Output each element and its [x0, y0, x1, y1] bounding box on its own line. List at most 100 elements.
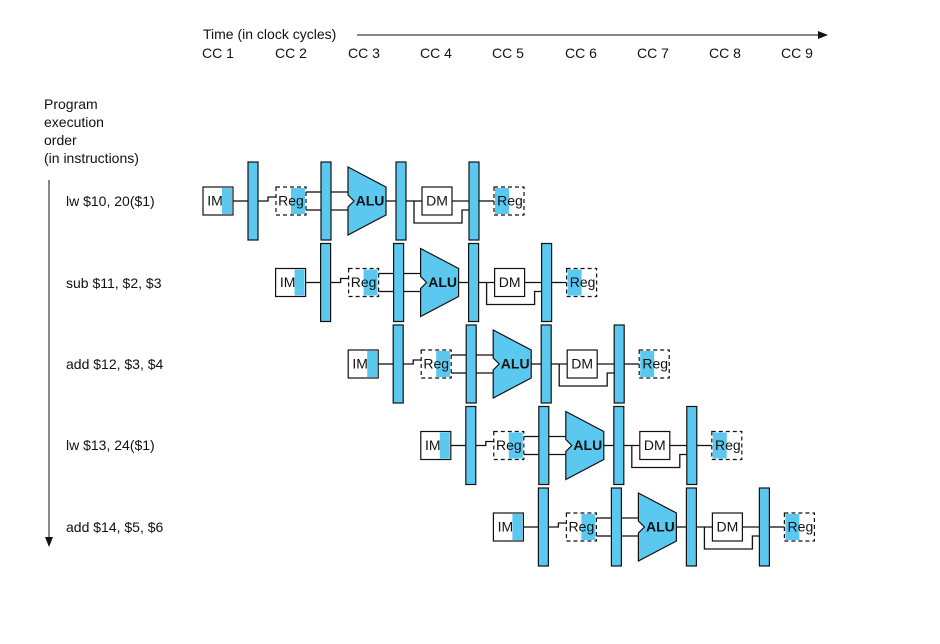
row4-pipe-reg-4 [686, 405, 698, 486]
row3-reg-read-shade [436, 351, 451, 377]
row4-dm-label: DM [644, 437, 666, 453]
row3-wire-to-reg [403, 359, 422, 365]
row2-dm-label: DM [499, 274, 521, 290]
row5-im-label: IM [498, 519, 514, 535]
cc-label-1: CC 1 [202, 45, 234, 61]
row4-im-label: IM [425, 437, 441, 453]
instruction-label-3: add $12, $3, $4 [66, 356, 164, 372]
row1-alu-label: ALU [356, 193, 385, 209]
row3-pipe-reg-3 [540, 324, 552, 404]
cc-label-4: CC 4 [420, 45, 452, 61]
instruction-label-1: lw $10, 20($1) [66, 193, 155, 209]
row3-reg-write-shade [640, 351, 655, 377]
row4-im-shade [439, 432, 450, 459]
row2-wire-bypass [485, 282, 542, 306]
row3-dm-label: DM [571, 356, 593, 372]
row5-reg-read-shade [581, 514, 596, 540]
row5-pipe-reg-2 [610, 487, 623, 567]
row2-reg-write-shade [567, 269, 582, 296]
cc-label-6: CC 6 [565, 45, 597, 61]
row4-pipe-reg-2 [538, 405, 550, 486]
instruction-label-5: add $14, $5, $6 [66, 519, 164, 535]
row3-pipe-reg-1 [392, 324, 404, 404]
row3-pipe-reg-4 [613, 324, 625, 404]
row4-pipe-reg-3 [613, 405, 625, 486]
row1-im-label: IM [207, 193, 223, 209]
row3-alu-label: ALU [501, 356, 530, 372]
row2-alu-label: ALU [428, 274, 457, 290]
order-label-line-1: Program [44, 96, 98, 112]
row3-im-label: IM [352, 356, 368, 372]
row3-im-shade [367, 351, 378, 377]
row2-pipe-reg-4 [540, 242, 553, 323]
row5-wire-bypass [703, 527, 760, 550]
row2-reg-read-shade [363, 269, 378, 296]
row2-pipe-reg-2 [393, 242, 405, 323]
row3-pipe-reg-2 [465, 324, 477, 404]
order-label-line-4: (in instructions) [44, 150, 139, 166]
row5-reg-read-label: Reg [569, 519, 595, 535]
row5-reg-write-label: Reg [788, 519, 814, 535]
row2-im-label: IM [280, 274, 296, 290]
row2-reg-write-label: Reg [570, 274, 596, 290]
cc-label-8: CC 8 [709, 45, 741, 61]
order-label-line-3: order [44, 132, 77, 148]
row5-alu-label: ALU [646, 519, 675, 535]
row1-reg-read-shade [291, 188, 305, 214]
row5-im-shade [512, 514, 523, 540]
cc-label-2: CC 2 [275, 45, 307, 61]
row2-wire-to-reg [330, 277, 349, 284]
row3-reg-read-label: Reg [423, 356, 449, 372]
row4-reg-write-shade [712, 432, 727, 459]
time-axis-label: Time (in clock cycles) [203, 26, 337, 42]
time-arrow-head [818, 31, 828, 39]
row5-wire-to-reg [548, 522, 567, 528]
row4-reg-write-label: Reg [715, 437, 741, 453]
row2-alu-shape [420, 247, 460, 318]
row1-dm-label: DM [426, 193, 448, 209]
order-arrow-head [45, 537, 53, 547]
row2-pipe-reg-1 [320, 242, 332, 323]
cc-label-9: CC 9 [781, 45, 813, 61]
row4-reg-read-label: Reg [496, 437, 522, 453]
row1-pipe-reg-1 [247, 161, 259, 241]
row3-alu-shape [492, 329, 532, 399]
row4-wire-bypass [631, 445, 687, 469]
row1-pipe-reg-4 [468, 161, 480, 241]
row5-reg-write-shade [785, 514, 800, 540]
row4-alu-shape [565, 410, 605, 481]
row1-wire-bypass [413, 201, 469, 224]
row5-pipe-reg-3 [685, 487, 698, 567]
row4-wire-to-reg [475, 440, 494, 447]
row5-pipe-reg-1 [537, 487, 550, 567]
row1-wire-to-reg [258, 196, 276, 202]
order-label-line-2: execution [44, 114, 104, 130]
row2-im-shade [294, 269, 305, 296]
instruction-label-2: sub $11, $2, $3 [66, 275, 162, 291]
row1-pipe-reg-3 [395, 161, 407, 241]
row1-reg-write-label: Reg [497, 193, 523, 209]
row3-wire-bypass [558, 364, 615, 387]
row4-reg-read-shade [508, 432, 523, 459]
row1-pipe-reg-2 [320, 161, 332, 241]
cc-label-5: CC 5 [492, 45, 524, 61]
cc-label-3: CC 3 [348, 45, 380, 61]
instruction-label-4: lw $13, 24($1) [66, 437, 155, 453]
row3-reg-write-label: Reg [642, 356, 668, 372]
row4-dm-box [639, 430, 671, 461]
row1-im-shade [222, 188, 232, 214]
row5-dm-box [711, 512, 744, 542]
row1-reg-read-label: Reg [278, 193, 304, 209]
row2-pipe-reg-3 [468, 242, 480, 323]
row4-alu-label: ALU [573, 437, 602, 453]
cc-label-7: CC 7 [637, 45, 669, 61]
row5-dm-label: DM [717, 519, 739, 535]
row4-pipe-reg-1 [465, 405, 477, 486]
row1-alu-shape [347, 166, 387, 236]
row1-reg-write-shade [495, 188, 509, 214]
row5-pipe-reg-4 [758, 487, 771, 567]
row2-reg-read-label: Reg [351, 274, 377, 290]
